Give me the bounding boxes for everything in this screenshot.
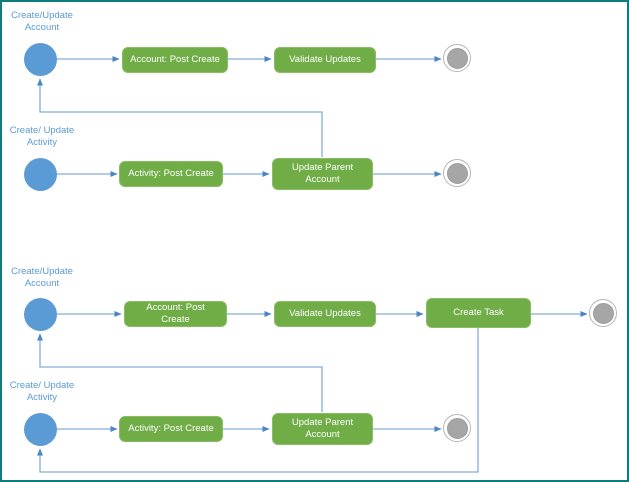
task-activity-post-create-2: Activity: Post Create [119,416,223,442]
task-create-task: Create Task [426,298,531,328]
task-validate-updates-1: Validate Updates [274,47,376,73]
end-node-core [446,47,468,69]
start-node-account-1 [24,43,57,76]
start-node-activity-2 [24,413,57,446]
task-validate-updates-2: Validate Updates [274,301,376,327]
connector-loop-create-task-to-activity-start [37,328,479,473]
end-node-activity-2 [443,414,471,442]
lane-label-activity-1: Create/ Update Activity [9,125,75,148]
end-node-core [592,302,614,324]
end-node-account-1 [443,44,471,72]
lane-label-account-2: Create/Update Account [11,266,73,289]
lane-label-activity-2: Create/ Update Activity [9,380,75,403]
connector-loop-update-parent-to-account-start-1 [37,78,323,157]
end-node-core [446,417,468,439]
start-node-account-2 [24,298,57,331]
end-node-activity-1 [443,159,471,187]
connector-loop-update-parent-to-account-start-2 [37,333,323,412]
end-node-core [446,162,468,184]
task-account-post-create-2: Account: Post Create [124,301,227,327]
task-account-post-create-1: Account: Post Create [122,47,228,73]
task-activity-post-create-1: Activity: Post Create [119,161,223,187]
task-update-parent-account-1: Update Parent Account [272,158,373,190]
lane-label-account-1: Create/Update Account [11,10,73,33]
end-node-account-2 [589,299,617,327]
task-update-parent-account-2: Update Parent Account [272,413,373,445]
start-node-activity-1 [24,158,57,191]
